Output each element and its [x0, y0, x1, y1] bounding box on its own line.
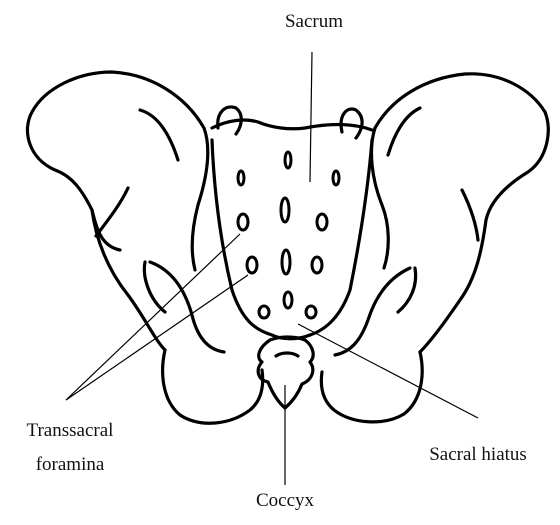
foramina-leader-1: [66, 234, 240, 400]
foramen-mid-4: [284, 292, 292, 308]
transsacral-label-line2: foramina: [36, 454, 105, 475]
foramen-right-4: [306, 306, 316, 318]
foramen-left-2: [238, 214, 248, 230]
left-iliac-wing: [27, 72, 207, 350]
foramen-left-3: [247, 257, 257, 273]
foramen-left-4: [259, 306, 269, 318]
foramen-mid-1: [285, 152, 291, 168]
foramen-right-2: [317, 214, 327, 230]
sacrum-label: Sacrum: [285, 11, 343, 32]
foramen-mid-3: [282, 250, 290, 274]
hiatus-leader: [298, 324, 478, 418]
sacral-hiatus-label: Sacral hiatus: [429, 444, 527, 465]
transsacral-label-line1: Transsacral: [27, 420, 114, 441]
foramen-right-3: [312, 257, 322, 273]
sacral-foramina: [238, 152, 339, 318]
foramina-leader-2: [66, 275, 248, 400]
sacrum-leader: [310, 52, 312, 182]
coccyx-label: Coccyx: [256, 490, 315, 511]
foramen-mid-2: [281, 198, 289, 222]
foramen-left-1: [238, 171, 244, 185]
foramen-right-1: [333, 171, 339, 185]
coccyx-bone: [258, 337, 313, 408]
